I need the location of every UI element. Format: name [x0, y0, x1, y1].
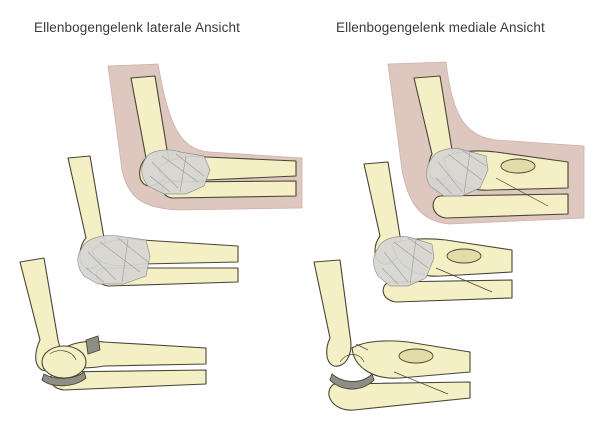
lateral-middle-ligament	[77, 235, 151, 285]
lateral-top-elbow	[107, 63, 303, 211]
medial-bottom-elbow	[313, 259, 471, 411]
medial-bottom-fossa	[398, 348, 434, 364]
lateral-bottom-elbow	[19, 257, 207, 391]
medial-top-elbow	[387, 61, 585, 225]
medial-top-fossa	[500, 158, 536, 174]
medial-bottom-humerus	[313, 259, 352, 367]
lateral-top-ligament	[141, 149, 211, 195]
medial-bottom-radius	[328, 381, 471, 411]
medial-middle-fossa	[446, 248, 482, 264]
medial-middle-radius	[382, 279, 513, 303]
medial-top-radius	[432, 193, 569, 219]
medial-top-ligament	[426, 148, 489, 197]
medial-cartilage	[329, 373, 375, 390]
lateral-middle-elbow	[67, 155, 239, 287]
medial-view-title: Ellenbogengelenk mediale Ansicht	[336, 20, 545, 35]
medial-middle-elbow	[363, 161, 513, 303]
medial-middle-ligament	[373, 236, 435, 287]
lateral-cartilage	[85, 335, 101, 355]
lateral-view-title: Ellenbogengelenk laterale Ansicht	[34, 20, 240, 35]
